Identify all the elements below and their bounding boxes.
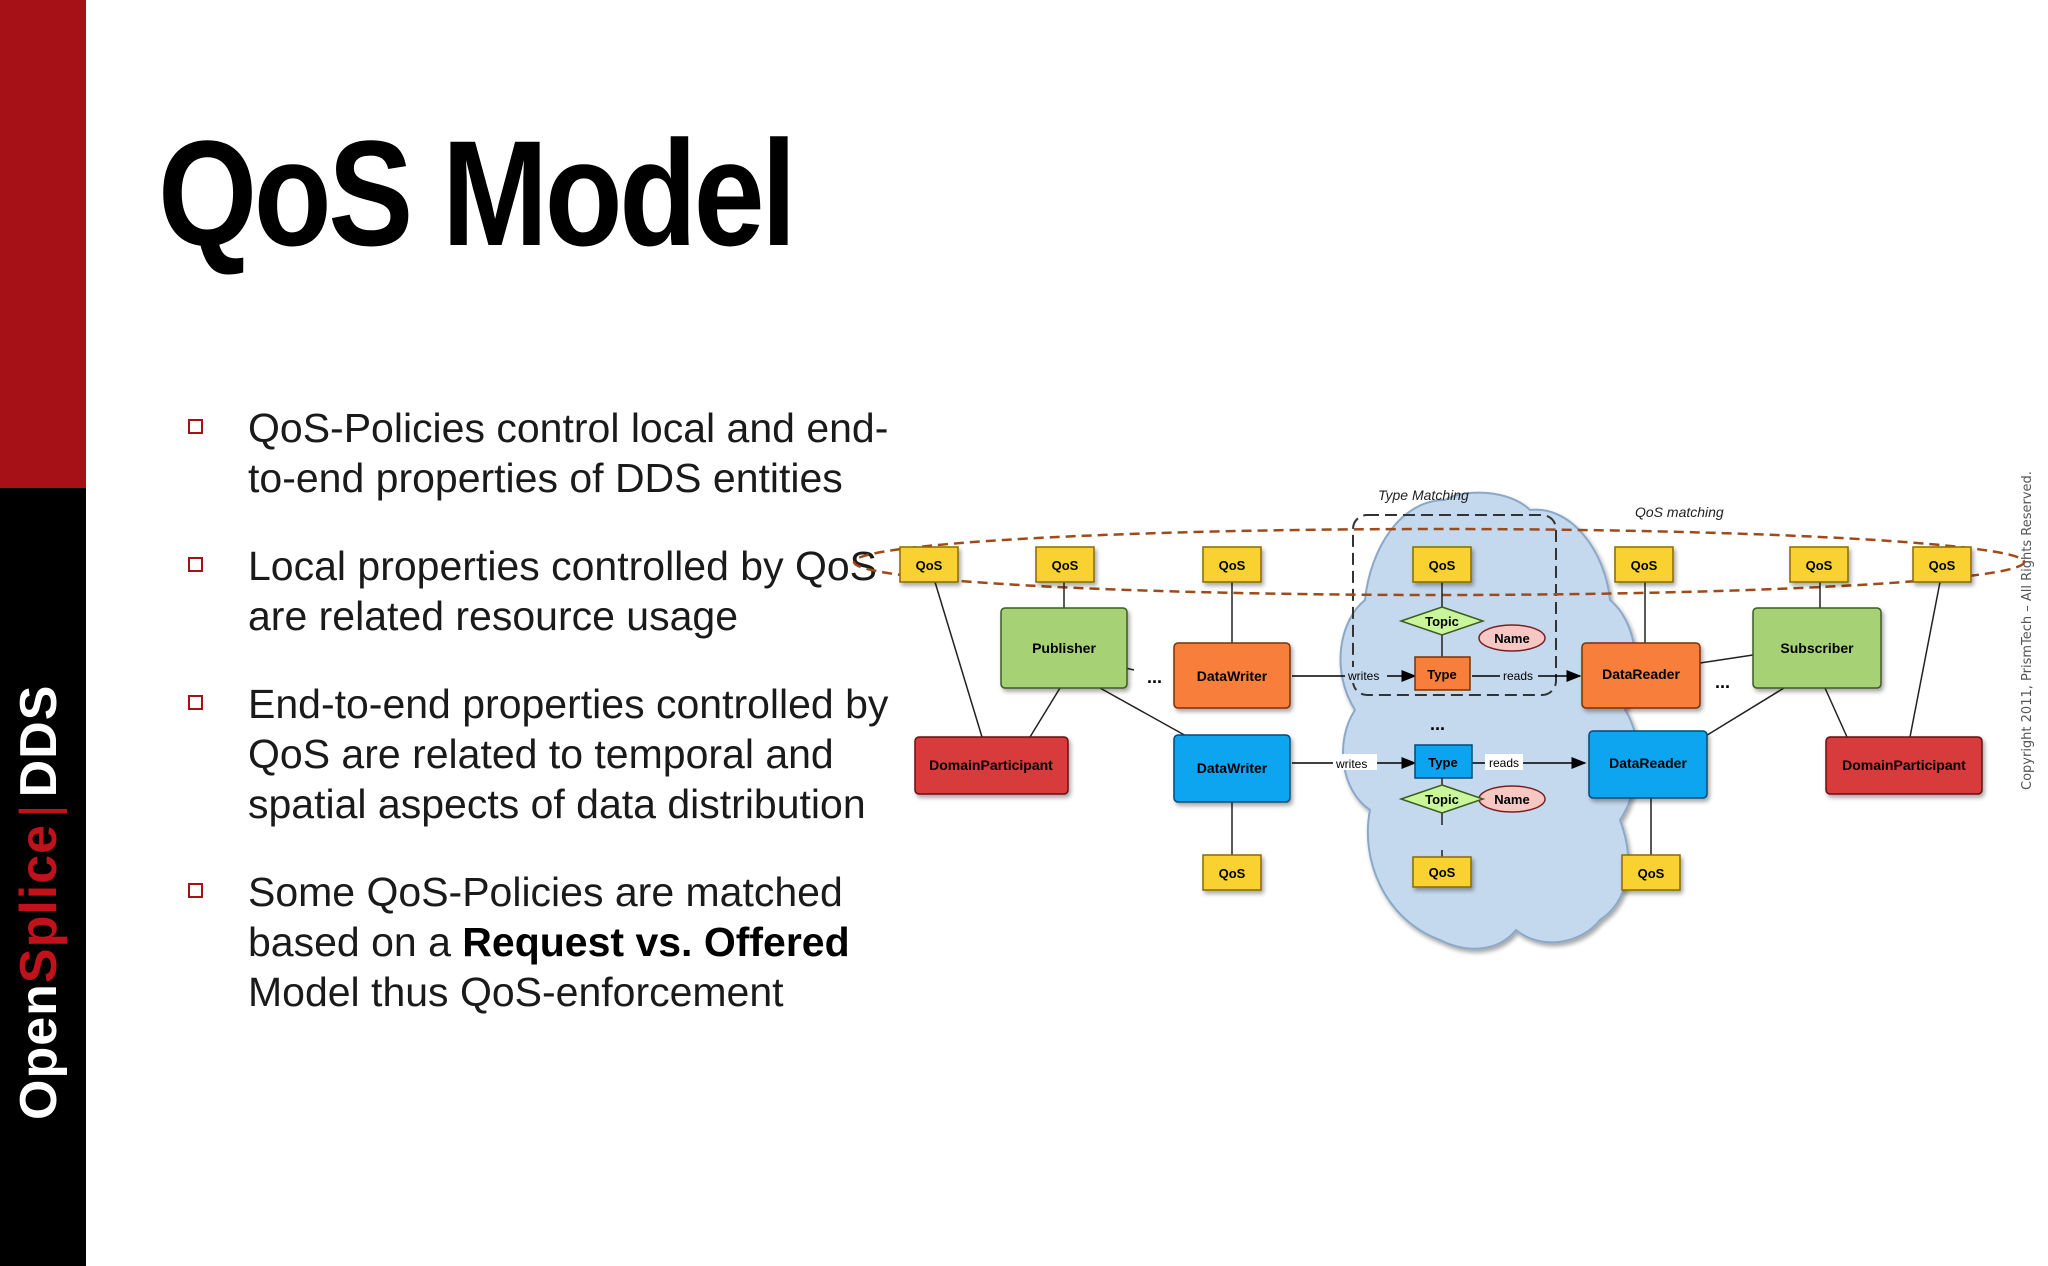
- qos-node: QoS: [1621, 854, 1681, 891]
- writes-label: writes: [1335, 757, 1367, 771]
- svg-text:DataReader: DataReader: [1609, 755, 1687, 771]
- arrow-labels: writes reads writes reads: [1333, 667, 1538, 771]
- data-writer-node: DataWriter: [1173, 734, 1291, 803]
- brand-separator: |: [10, 803, 68, 818]
- reads-label: reads: [1489, 756, 1519, 770]
- qos-node: QoS: [1614, 546, 1674, 583]
- domain-participant-node: DomainParticipant: [914, 736, 1069, 795]
- bullet-square-icon: [188, 695, 203, 710]
- type-matching-label: Type Matching: [1378, 487, 1469, 503]
- type-node: Type: [1414, 656, 1471, 691]
- topic-node: Topic: [1398, 784, 1486, 814]
- type-matching-region: [1352, 514, 1557, 696]
- connector-lines: [934, 581, 1941, 857]
- qos-node: QoS: [1035, 546, 1095, 583]
- bullet-item: QoS-Policies control local and end-to-en…: [186, 403, 906, 503]
- brand-splice: Splice: [10, 823, 68, 984]
- bullet-item: Some QoS-Policies are matched based on a…: [186, 867, 906, 1017]
- bullet-text: QoS-Policies control local and end-to-en…: [248, 405, 889, 501]
- qos-nodes-bottom: QoS QoS QoS: [1202, 854, 1681, 891]
- sidebar-black-block: [0, 488, 86, 1266]
- bullet-text-post: Model thus QoS-enforcement: [248, 969, 784, 1015]
- svg-text:Type: Type: [1427, 667, 1456, 682]
- svg-text:Name: Name: [1494, 792, 1529, 807]
- svg-text:DataReader: DataReader: [1602, 666, 1680, 682]
- svg-text:Subscriber: Subscriber: [1780, 640, 1854, 656]
- ellipsis-text: ...: [1715, 672, 1730, 692]
- svg-text:QoS: QoS: [1929, 558, 1956, 573]
- bullet-item: End-to-end properties controlled by QoS …: [186, 679, 906, 829]
- data-writer-node: DataWriter: [1173, 642, 1291, 709]
- svg-text:QoS: QoS: [1806, 558, 1833, 573]
- bullet-square-icon: [188, 419, 203, 434]
- brand-open: Open: [10, 983, 68, 1120]
- svg-text:Publisher: Publisher: [1032, 640, 1096, 656]
- bullet-square-icon: [188, 883, 203, 898]
- dds-global-data-space-cloud: [1339, 491, 1639, 950]
- svg-text:Name: Name: [1494, 631, 1529, 646]
- name-node: Name: [1478, 785, 1546, 813]
- qos-matching-ellipse: [852, 527, 2026, 597]
- svg-text:QoS: QoS: [1052, 558, 1079, 573]
- qos-node: QoS: [1412, 856, 1472, 888]
- qos-node: QoS: [1202, 854, 1262, 891]
- bullet-item: Local properties controlled by QoS are r…: [186, 541, 906, 641]
- type-node: Type: [1414, 744, 1473, 779]
- qos-node: QoS: [1202, 546, 1262, 583]
- svg-text:QoS: QoS: [1429, 865, 1456, 880]
- svg-text:Topic: Topic: [1425, 792, 1459, 807]
- qos-model-diagram: Type Matching QoS matching writes reads: [852, 487, 2026, 950]
- domain-participant-node: DomainParticipant: [1825, 736, 1983, 795]
- svg-text:QoS: QoS: [1631, 558, 1658, 573]
- ellipsis-text: ...: [1147, 667, 1162, 687]
- qos-node: QoS: [1912, 546, 1972, 583]
- data-reader-node: DataReader: [1588, 730, 1708, 799]
- writes-label: writes: [1347, 669, 1379, 683]
- svg-text:Topic: Topic: [1425, 614, 1459, 629]
- slide-title: QoS Model: [158, 109, 797, 277]
- ellipsis-text: ...: [1430, 714, 1445, 734]
- bullet-list: QoS-Policies control local and end-to-en…: [186, 403, 906, 1055]
- svg-text:Type: Type: [1428, 755, 1457, 770]
- qos-nodes-top: QoS QoS QoS QoS QoS QoS QoS: [899, 546, 1972, 583]
- brand-dds: DDS: [10, 684, 68, 798]
- qos-node: QoS: [1412, 546, 1472, 583]
- subscriber-node: Subscriber: [1752, 607, 1882, 689]
- svg-text:QoS: QoS: [1219, 866, 1246, 881]
- svg-text:DataWriter: DataWriter: [1197, 668, 1268, 684]
- qos-matching-label: QoS matching: [1635, 504, 1724, 520]
- bullet-text: End-to-end properties controlled by QoS …: [248, 681, 889, 827]
- cloud-shape: [1339, 491, 1639, 950]
- reads-label: reads: [1503, 669, 1533, 683]
- data-reader-node: DataReader: [1581, 642, 1701, 709]
- svg-text:DomainParticipant: DomainParticipant: [929, 757, 1053, 773]
- svg-text:DomainParticipant: DomainParticipant: [1842, 757, 1966, 773]
- ellipsis-marks: ... ... ...: [1147, 667, 1730, 734]
- left-sidebar: OpenSplice | DDS: [0, 0, 86, 1266]
- svg-text:QoS: QoS: [916, 558, 943, 573]
- svg-text:QoS: QoS: [1429, 558, 1456, 573]
- opensplice-dds-logo: OpenSplice | DDS: [10, 684, 68, 1120]
- qos-node: QoS: [1789, 546, 1849, 583]
- bullet-text-pre: Some QoS-Policies are matched based on a: [248, 869, 843, 965]
- bullet-text: Local properties controlled by QoS are r…: [248, 543, 878, 639]
- sidebar-red-block: [0, 0, 86, 488]
- bullet-square-icon: [188, 557, 203, 572]
- topic-node: Topic: [1398, 606, 1486, 636]
- publisher-node: Publisher: [1000, 607, 1128, 689]
- qos-node: QoS: [899, 546, 959, 583]
- bullet-text-bold: Request vs. Offered: [462, 919, 850, 965]
- name-node: Name: [1478, 624, 1546, 652]
- svg-text:DataWriter: DataWriter: [1197, 760, 1268, 776]
- svg-text:QoS: QoS: [1219, 558, 1246, 573]
- svg-text:QoS: QoS: [1638, 866, 1665, 881]
